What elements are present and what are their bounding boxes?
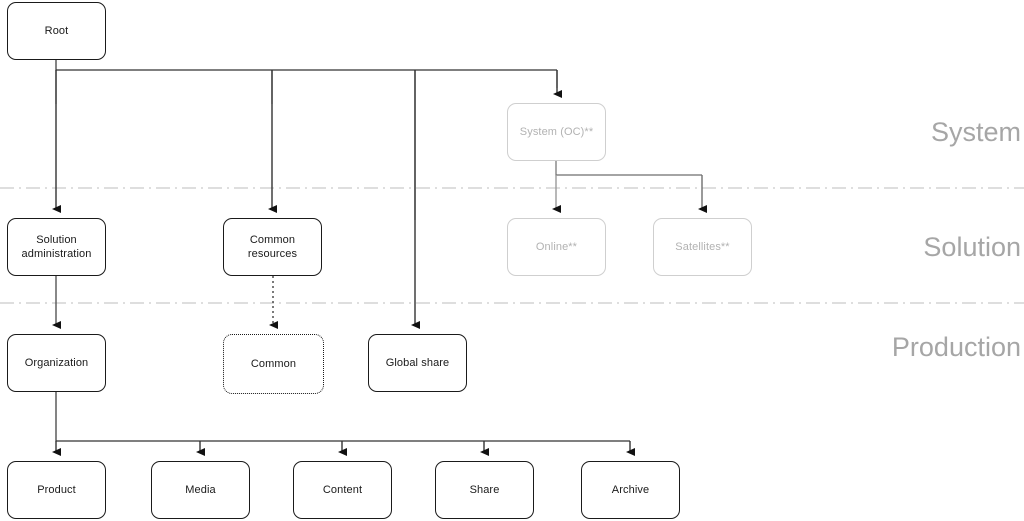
edge-root-bus [55, 60, 558, 220]
node-organization[interactable]: Organization [7, 334, 106, 392]
edge-system-oc-bus [555, 161, 702, 176]
node-global-share[interactable]: Global share [368, 334, 467, 392]
node-common[interactable]: Common [223, 334, 324, 394]
node-media[interactable]: Media [151, 461, 250, 519]
node-share[interactable]: Share [435, 461, 534, 519]
node-system-oc[interactable]: System (OC)** [507, 103, 606, 161]
node-online[interactable]: Online** [507, 218, 606, 276]
band-label-production: Production [891, 332, 1021, 362]
node-content[interactable]: Content [293, 461, 392, 519]
node-satellites[interactable]: Satellites** [653, 218, 752, 276]
edge-organization-bus [55, 392, 630, 442]
node-root[interactable]: Root [7, 2, 106, 60]
band-label-solution: Solution [923, 232, 1021, 262]
node-archive[interactable]: Archive [581, 461, 680, 519]
node-product[interactable]: Product [7, 461, 106, 519]
band-label-system: System [930, 117, 1021, 147]
